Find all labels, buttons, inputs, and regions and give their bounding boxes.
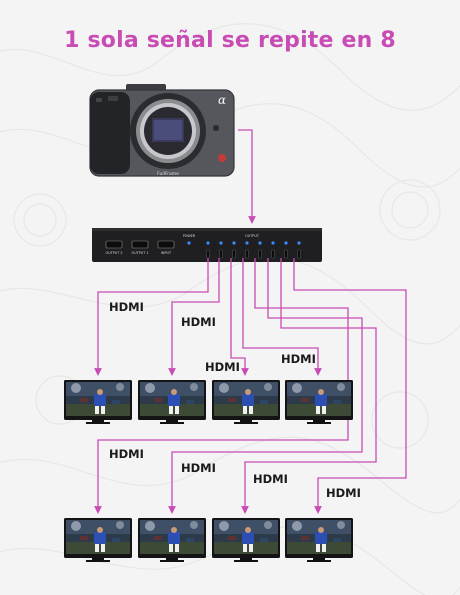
output-led (219, 241, 223, 245)
hdmi-label: HDMI (253, 472, 288, 486)
output-port (219, 249, 223, 259)
splitter-port-label: INPUT (161, 251, 172, 255)
hdmi-label: HDMI (181, 315, 216, 329)
hdmi-label: HDMI (326, 486, 361, 500)
output-led (297, 241, 301, 245)
page-title: 1 sola señal se repite en 8 (64, 28, 396, 53)
output-wire (168, 258, 220, 376)
output-wire (241, 258, 377, 514)
output-port (245, 249, 249, 259)
output-led (245, 241, 249, 245)
output-wire (168, 258, 363, 514)
hdmi-label: HDMI (109, 300, 144, 314)
monitor-icon (285, 518, 353, 562)
camera-model-text: FullFrame (157, 171, 179, 177)
output-port (271, 249, 275, 259)
splitter-port: INPUT (157, 240, 175, 255)
splitter-port: OUTPUT 2 (105, 240, 123, 255)
output-wire (94, 258, 349, 514)
splitter-port-label: OUTPUT 2 (105, 251, 122, 255)
monitor-icon (138, 380, 206, 424)
camera-brand-mark: α (218, 93, 226, 107)
hdmi-label: HDMI (281, 352, 316, 366)
hdmi-label: HDMI (181, 461, 216, 475)
power-led (187, 241, 191, 245)
monitor-icon (64, 380, 132, 424)
output-wire (242, 258, 322, 376)
splitter-power-label: POWER (183, 234, 196, 238)
splitter-port-label: OUTPUT 1 (131, 251, 148, 255)
output-wire (94, 258, 209, 376)
output-led (206, 241, 210, 245)
output-port (297, 249, 301, 259)
output-led (284, 241, 288, 245)
splitter-output-label: OUTPUT (245, 234, 260, 238)
camera-icon: α FullFrame (89, 84, 235, 177)
output-wire (293, 258, 407, 514)
monitor-icon (64, 518, 132, 562)
monitor-icon (212, 380, 280, 424)
hdmi-label: HDMI (205, 360, 240, 374)
output-led (232, 241, 236, 245)
splitter-port: OUTPUT 1 (131, 240, 149, 255)
hdmi-splitter-icon: OUTPUT 2 OUTPUT 1 INPUT POWER OUTPUT (92, 228, 322, 262)
monitor-icon (285, 380, 353, 424)
input-wire (238, 129, 256, 224)
output-port (284, 249, 288, 259)
output-led (271, 241, 275, 245)
output-port (232, 249, 236, 259)
output-wire (230, 258, 249, 376)
output-led (258, 241, 262, 245)
monitor-icon (138, 518, 206, 562)
monitor-icon (212, 518, 280, 562)
hdmi-label: HDMI (109, 447, 144, 461)
output-port (258, 249, 262, 259)
